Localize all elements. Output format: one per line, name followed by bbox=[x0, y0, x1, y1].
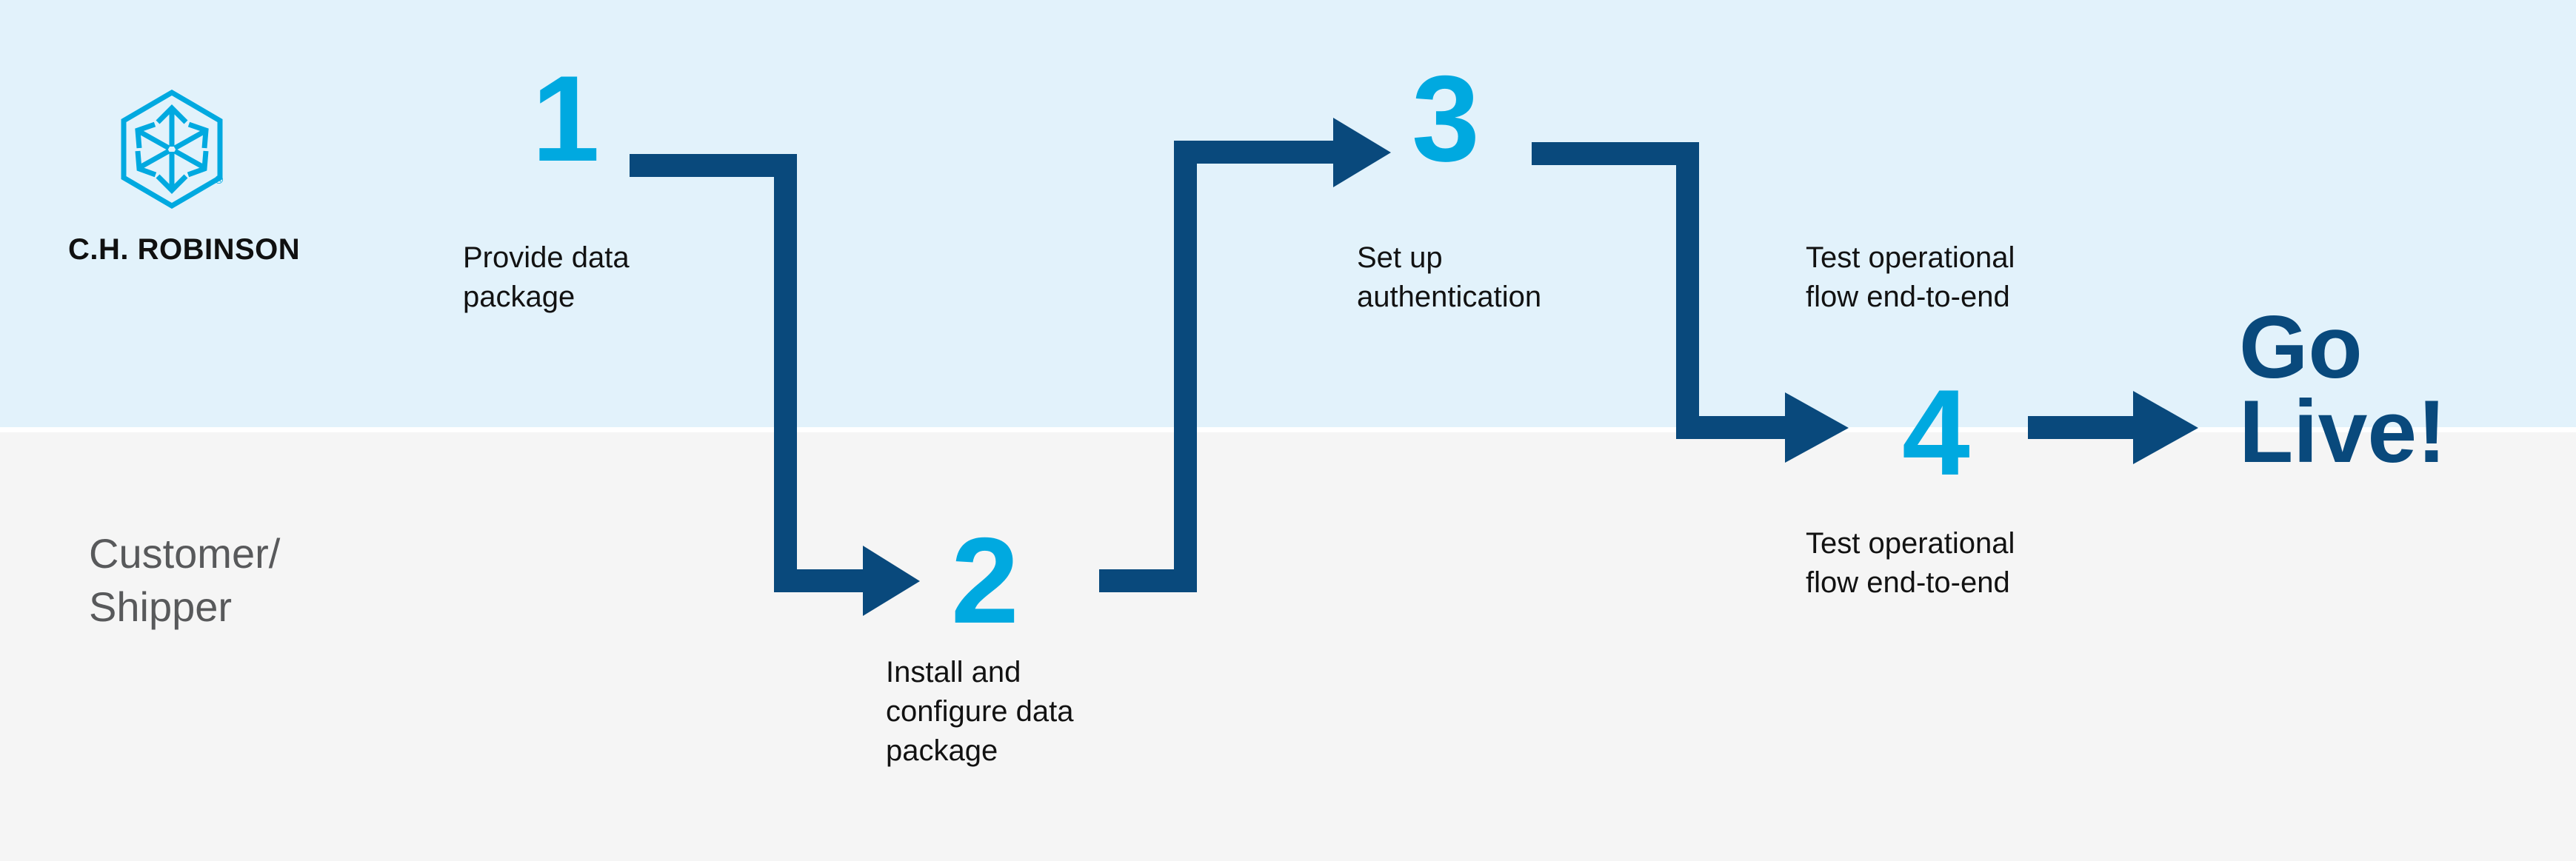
step-caption-3: Set up authentication bbox=[1357, 238, 1653, 317]
lane-divider bbox=[0, 427, 2576, 432]
connector-4-to-go-live bbox=[2028, 391, 2198, 464]
ch-robinson-lane-band bbox=[0, 0, 2576, 427]
lane-label-customer-shipper: Customer/ Shipper bbox=[89, 527, 430, 633]
step-number-4: 4 bbox=[1902, 364, 1970, 500]
step-caption-4-line2: flow end-to-end bbox=[1806, 566, 2010, 600]
go-live-line2: Live! bbox=[2239, 382, 2447, 481]
step-caption-4-line1: Test operational bbox=[1806, 527, 2015, 560]
step-caption-3-line2: authentication bbox=[1357, 281, 1542, 314]
step-caption-2-line3: package bbox=[886, 734, 998, 768]
ch-robinson-hexagon-arrows-logo-icon: ® bbox=[121, 89, 224, 210]
step-caption-1-line1: Provide data bbox=[463, 241, 630, 274]
customer-shipper-lane-band bbox=[0, 432, 2576, 861]
connector-1-to-2 bbox=[630, 154, 920, 616]
brand-logo: ® C.H. ROBINSON bbox=[68, 89, 301, 267]
connector-2-to-3 bbox=[1099, 118, 1391, 592]
step-caption-3-line1: Set up bbox=[1357, 241, 1443, 274]
step-number-2: 2 bbox=[951, 512, 1019, 649]
step-caption-2-line2: configure data bbox=[886, 695, 1074, 728]
step-caption-1: Provide data package bbox=[463, 238, 730, 317]
step-number-3: 3 bbox=[1412, 50, 1480, 187]
step-caption-top-line2: flow end-to-end bbox=[1806, 281, 2010, 314]
step-caption-1-line2: package bbox=[463, 281, 575, 314]
go-live-label: Go Live! bbox=[2239, 298, 2550, 481]
lane-label-line2: Shipper bbox=[89, 583, 233, 630]
step-caption-2: Install and configure data package bbox=[886, 653, 1167, 771]
connector-3-to-4 bbox=[1532, 142, 1849, 463]
step-number-1: 1 bbox=[532, 50, 600, 187]
step-caption-2-line1: Install and bbox=[886, 656, 1021, 689]
step-caption-top-line1: Test operational bbox=[1806, 241, 2015, 274]
go-live-line1: Go bbox=[2239, 298, 2363, 397]
lane-label-line1: Customer/ bbox=[89, 530, 281, 577]
brand-wordmark: C.H. ROBINSON bbox=[68, 233, 301, 266]
registered-mark: ® bbox=[213, 173, 224, 187]
step-caption-test-operational-flow-top: Test operational flow end-to-end bbox=[1806, 238, 2102, 317]
step-caption-4: Test operational flow end-to-end bbox=[1806, 524, 2102, 603]
